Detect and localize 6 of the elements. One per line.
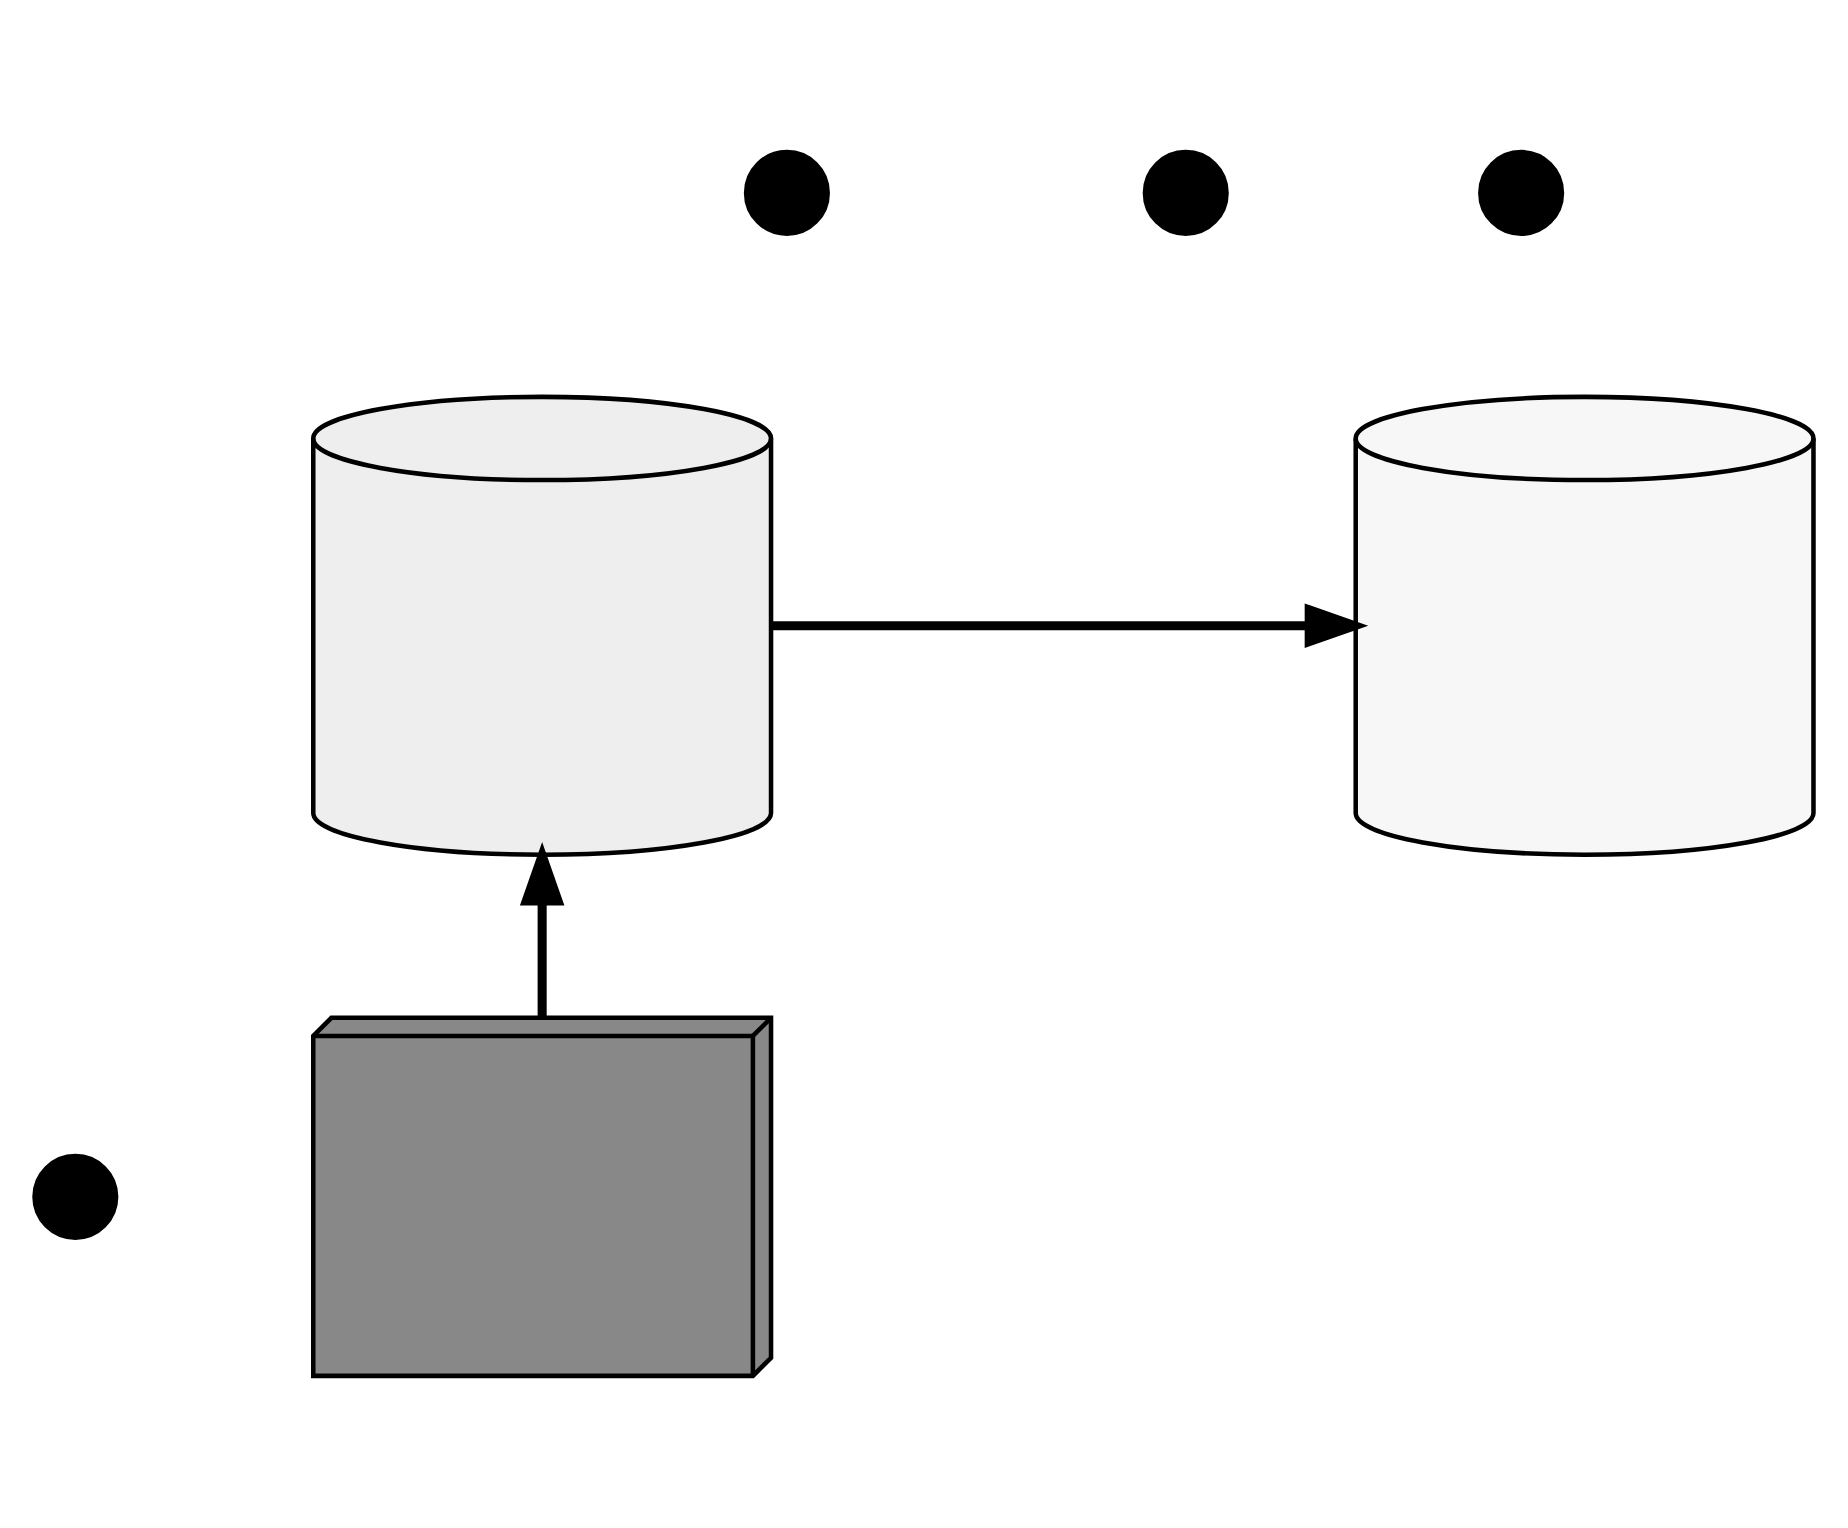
arrow: [772, 603, 1369, 648]
node-circle: [743, 149, 830, 236]
arrow: [519, 841, 565, 1018]
node-circle: [1142, 149, 1229, 236]
node-circle: [32, 1153, 119, 1240]
node-circle: [1478, 149, 1565, 236]
